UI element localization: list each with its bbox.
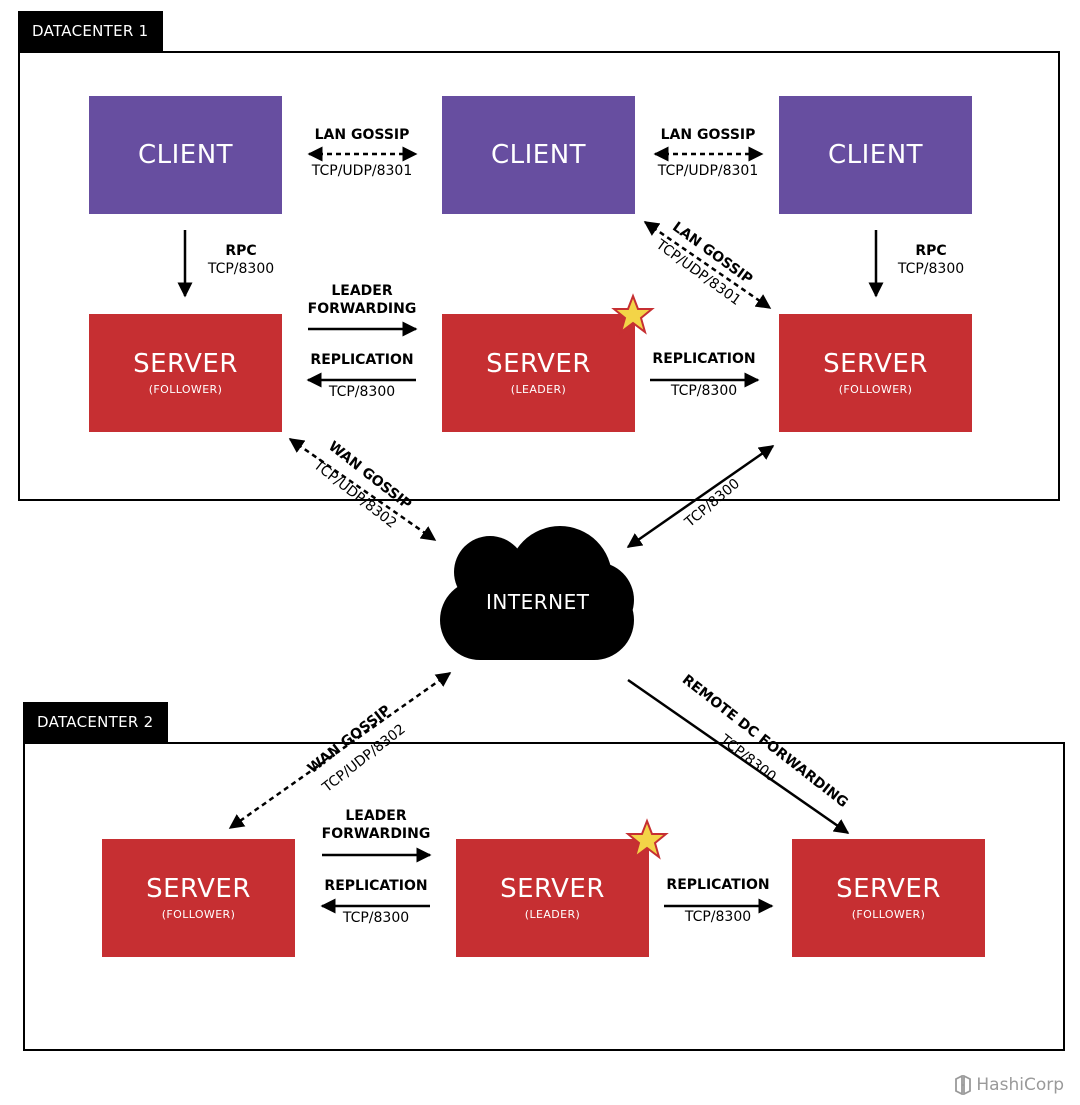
lan-gossip-title: LAN GOSSIP: [660, 127, 756, 143]
dc2-server-leader: SERVER (LEADER): [456, 839, 649, 957]
server-label: SERVER: [836, 874, 941, 905]
client-label: CLIENT: [137, 139, 234, 170]
datacenter-2-frame: [23, 742, 1065, 1051]
hashicorp-brand: HashiCorp: [954, 1075, 1064, 1095]
brand-label: HashiCorp: [976, 1075, 1064, 1095]
rpc-label-right: RPC TCP/8300: [886, 243, 976, 278]
replication-port: TCP/8300: [670, 382, 738, 399]
replication-label-left-dc2: REPLICATION TCP/8300: [311, 878, 441, 927]
hashicorp-logo-icon: [955, 1075, 972, 1095]
leader-forwarding-line2: FORWARDING: [307, 300, 417, 317]
lan-gossip-label-2: LAN GOSSIP TCP/UDP/8301: [648, 127, 768, 180]
client-node-3: CLIENT: [779, 96, 972, 214]
replication-title: REPLICATION: [666, 877, 770, 893]
replication-label-right-dc2: REPLICATION TCP/8300: [656, 877, 780, 926]
dc2-server-follower-left: SERVER (FOLLOWER): [102, 839, 295, 957]
server-role: (LEADER): [510, 382, 567, 396]
dc1-server-leader: SERVER (LEADER): [442, 314, 635, 432]
datacenter-1-tab: DATACENTER 1: [18, 11, 163, 51]
server-label: SERVER: [500, 874, 605, 905]
lan-gossip-label-1: LAN GOSSIP TCP/UDP/8301: [302, 127, 422, 180]
leader-star-icon: [625, 818, 669, 860]
leader-forwarding-line2: FORWARDING: [321, 825, 431, 842]
rpc-port: TCP/8300: [897, 260, 965, 277]
server-label: SERVER: [823, 349, 928, 380]
leader-forwarding-line1: LEADER: [331, 283, 393, 299]
replication-label-left: REPLICATION TCP/8300: [297, 352, 427, 401]
leader-forwarding-label: LEADER FORWARDING: [297, 283, 427, 318]
rpc-port: TCP/8300: [207, 260, 275, 277]
rpc-title: RPC: [915, 243, 947, 259]
server-label: SERVER: [486, 349, 591, 380]
lan-gossip-title: LAN GOSSIP: [314, 127, 410, 143]
client-node-1: CLIENT: [89, 96, 282, 214]
lan-gossip-diagonal-arrow: [643, 220, 772, 310]
internet-label: INTERNET: [486, 590, 590, 614]
dc2-server-follower-right: SERVER (FOLLOWER): [792, 839, 985, 957]
server-role: (FOLLOWER): [838, 382, 913, 396]
server-role: (FOLLOWER): [851, 907, 926, 921]
wan-gossip-arrow-dc1: [288, 437, 437, 542]
dc1-server-follower-right: SERVER (FOLLOWER): [779, 314, 972, 432]
rpc-label-left: RPC TCP/8300: [196, 243, 286, 278]
server-label: SERVER: [133, 349, 238, 380]
replication-title: REPLICATION: [324, 878, 428, 894]
datacenter-1-label: DATACENTER 1: [32, 22, 149, 40]
client-label: CLIENT: [827, 139, 924, 170]
leader-star-icon: [611, 293, 655, 335]
dc1-server-follower-left: SERVER (FOLLOWER): [89, 314, 282, 432]
server-label: SERVER: [146, 874, 251, 905]
client-node-2: CLIENT: [442, 96, 635, 214]
datacenter-2-label: DATACENTER 2: [37, 713, 154, 731]
replication-port: TCP/8300: [328, 383, 396, 400]
wan-gossip-arrow-dc2: [228, 671, 452, 830]
server-role: (LEADER): [524, 907, 581, 921]
replication-port: TCP/8300: [342, 909, 410, 926]
tcp-internet-arrow: [626, 444, 775, 549]
replication-port: TCP/8300: [684, 908, 752, 925]
replication-title: REPLICATION: [310, 352, 414, 368]
lan-gossip-port: TCP/UDP/8301: [311, 162, 413, 179]
remote-dc-forwarding-arrow: [627, 678, 850, 835]
client-label: CLIENT: [490, 139, 587, 170]
server-role: (FOLLOWER): [161, 907, 236, 921]
rpc-title: RPC: [225, 243, 257, 259]
replication-label-right: REPLICATION TCP/8300: [642, 351, 766, 400]
lan-gossip-port: TCP/UDP/8301: [657, 162, 759, 179]
datacenter-1-frame: [18, 51, 1060, 501]
server-role: (FOLLOWER): [148, 382, 223, 396]
replication-title: REPLICATION: [652, 351, 756, 367]
datacenter-2-tab: DATACENTER 2: [23, 702, 168, 742]
